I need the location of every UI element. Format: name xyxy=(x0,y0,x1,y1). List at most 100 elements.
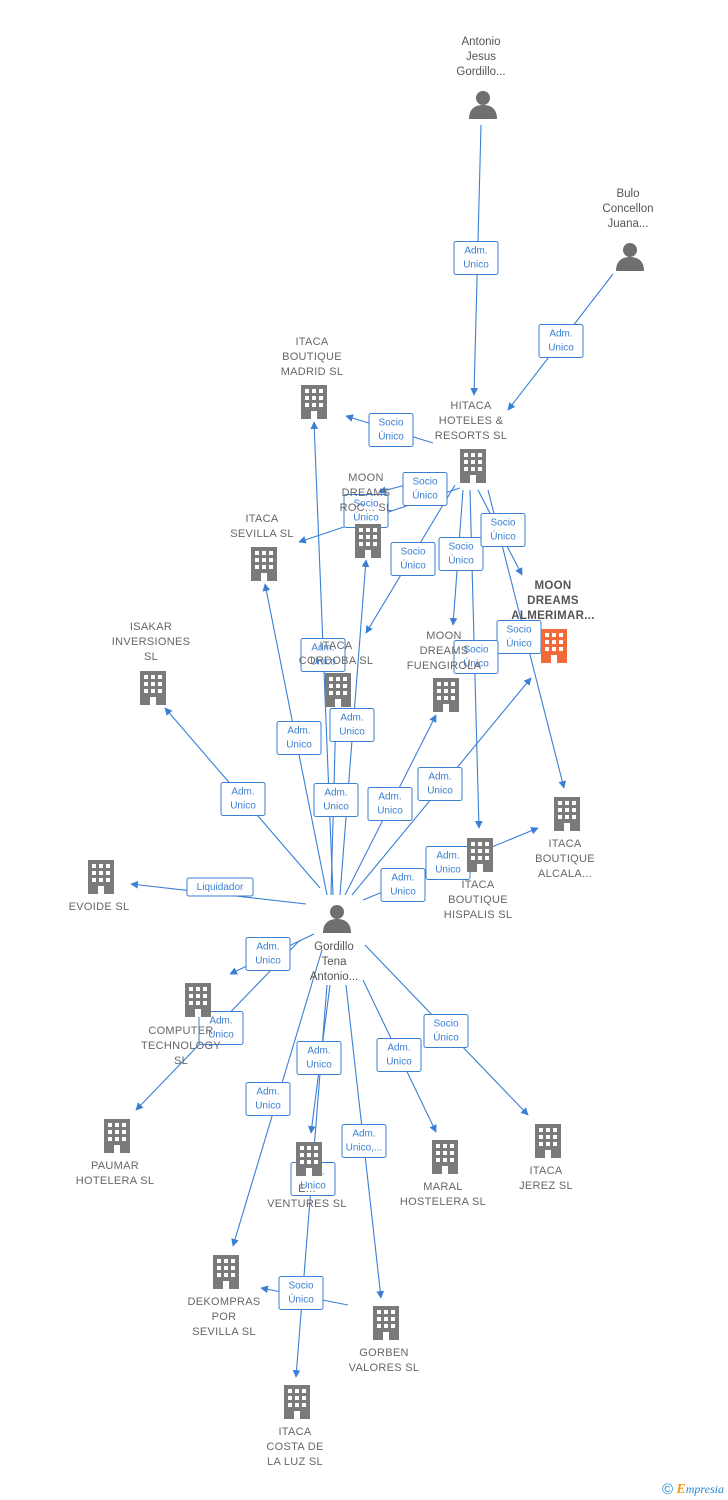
relation-badge-b16[interactable]: Adm.Unico xyxy=(367,787,413,821)
badge-text: Liquidador xyxy=(197,882,244,893)
badge-text: Unico xyxy=(255,1101,281,1112)
node-ventures[interactable]: E...VENTURES SL xyxy=(267,1142,347,1210)
node-label-line: Antonio xyxy=(461,36,500,48)
node-label-line: GORBEN xyxy=(359,1347,408,1359)
node-label-line: MOON xyxy=(426,630,461,642)
badge-text: Unico xyxy=(386,1057,412,1068)
badge-text: Único xyxy=(433,1031,459,1044)
relation-badge-b20[interactable]: Liquidador xyxy=(186,877,254,897)
building-icon xyxy=(460,449,486,483)
badge-text: Único xyxy=(378,430,404,443)
badge-text: Único xyxy=(448,554,474,567)
node-label-line: SL xyxy=(144,651,158,663)
relation-badge-b1[interactable]: Adm.Unico xyxy=(453,241,499,275)
building-icon xyxy=(284,1385,310,1419)
node-label-line: SEVILLA SL xyxy=(192,1326,256,1338)
empresia-logo[interactable]: Empresia xyxy=(676,1481,724,1497)
relation-badge-b17[interactable]: Adm.Unico xyxy=(417,767,463,801)
relation-badge-b19[interactable]: Adm.Unico xyxy=(380,868,426,902)
node-gordillo-tena[interactable]: GordilloTenaAntonio... xyxy=(310,905,359,983)
relation-badge-b24[interactable]: Adm.Unico xyxy=(296,1041,342,1075)
building-icon xyxy=(301,385,327,419)
badge-text: Socio xyxy=(433,1019,458,1030)
node-label-line: MOON xyxy=(348,472,383,484)
relation-badge-b21[interactable]: Adm.Unico xyxy=(245,937,291,971)
node-label-line: ITACA xyxy=(295,336,328,348)
building-icon xyxy=(213,1255,239,1289)
node-label-line: HITACA xyxy=(450,400,492,412)
relation-badge-b18[interactable]: Adm.Unico xyxy=(425,846,471,880)
building-icon xyxy=(373,1306,399,1340)
building-icon xyxy=(355,524,381,558)
building-icon xyxy=(104,1119,130,1153)
relation-badge-b23[interactable]: Adm. Unico xyxy=(245,1082,291,1116)
relation-badge-b12[interactable]: Adm.Unico xyxy=(276,721,322,755)
node-label-line: HOSTELERA SL xyxy=(400,1196,486,1208)
node-bulo[interactable]: BuloConcellonJuana... xyxy=(602,188,654,271)
badge-text: Único xyxy=(353,511,379,524)
relation-badge-b15[interactable]: Adm.Unico xyxy=(220,782,266,816)
badge-text: Unico xyxy=(208,1030,234,1041)
badge-text: Unico xyxy=(463,260,489,271)
relation-badge-b27[interactable]: Adm.Unico,... xyxy=(341,1124,387,1158)
node-itaca-alcala[interactable]: ITACABOUTIQUEALCALA... xyxy=(535,797,595,880)
node-label-line: DEKOMPRAS xyxy=(188,1296,261,1308)
relation-badge-b25[interactable]: Adm.Unico xyxy=(376,1038,422,1072)
node-label-line: ROC... SL xyxy=(340,502,393,514)
node-label-line: JEREZ SL xyxy=(519,1180,573,1192)
node-label-line: DREAMS xyxy=(527,595,579,607)
node-moon-almerimar[interactable]: MOONDREAMSALMERIMAR... xyxy=(511,580,594,663)
node-label-line: Juana... xyxy=(608,218,649,230)
node-label-line: HOTELERA SL xyxy=(76,1175,155,1187)
relation-badge-b13[interactable]: Adm.Unico xyxy=(329,708,375,742)
relation-badge-b11[interactable]: Adm.Unico xyxy=(300,638,346,672)
node-label-line: POR xyxy=(212,1311,237,1323)
relation-badge-b2[interactable]: Adm.Unico xyxy=(538,324,584,358)
badge-text: Unico xyxy=(339,727,365,738)
badge-text: Adm. xyxy=(324,788,347,799)
relation-badge-b22[interactable]: Adm.Unico xyxy=(198,1011,244,1045)
node-label-line: E... xyxy=(298,1183,316,1195)
node-dekompras[interactable]: DEKOMPRAS POR SEVILLA SL xyxy=(188,1255,261,1338)
node-evoide[interactable]: EVOIDE SL xyxy=(69,860,130,913)
badge-text: Adm. xyxy=(256,1087,279,1098)
node-label-line: ISAKAR xyxy=(130,621,172,633)
building-icon xyxy=(433,678,459,712)
node-label-line: Gordillo... xyxy=(456,66,505,78)
node-label-line: DREAMS xyxy=(420,645,469,657)
badge-text: Adm. xyxy=(391,873,414,884)
badge-text: Adm. xyxy=(307,1046,330,1057)
node-label-line: BOUTIQUE xyxy=(535,853,595,865)
node-label-line: EVOIDE SL xyxy=(69,901,130,913)
badge-text: Unico xyxy=(255,956,281,967)
node-antonio-jesus[interactable]: AntonioJesusGordillo... xyxy=(456,36,506,119)
relation-badge-b14[interactable]: Adm.Unico xyxy=(313,783,359,817)
building-icon xyxy=(325,673,351,707)
badge-text: Unico xyxy=(310,657,336,668)
badge-text: Socio xyxy=(378,418,403,429)
